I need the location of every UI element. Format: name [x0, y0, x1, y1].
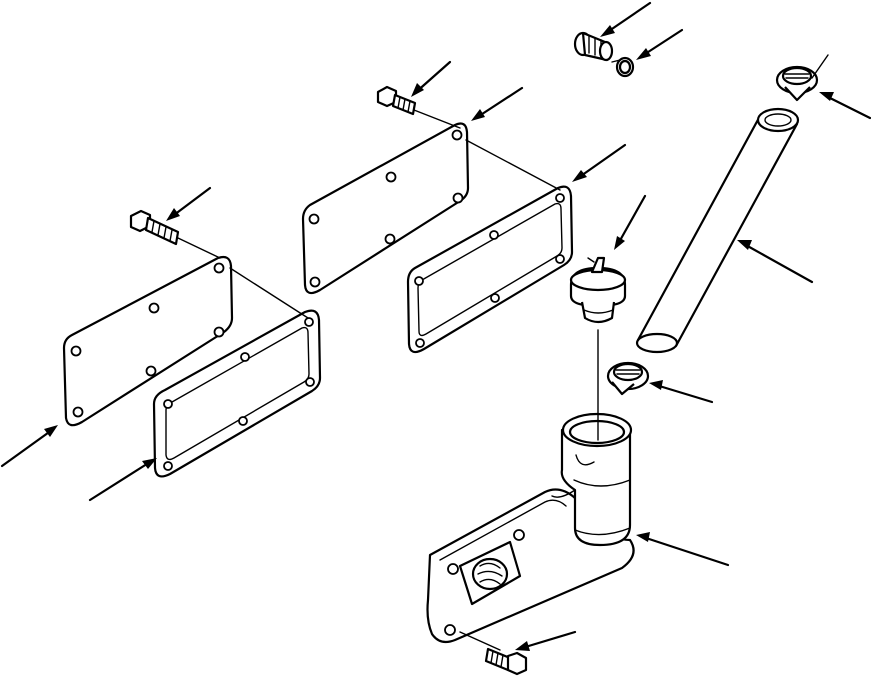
assembly-guide-lines [177, 59, 621, 651]
gasket-left [152, 309, 322, 478]
callout-arrow [737, 240, 814, 284]
plug [573, 31, 614, 62]
bolt-bottom [484, 647, 528, 676]
cover-plate-middle [301, 122, 470, 295]
hose-clamp-lower [606, 361, 650, 396]
callout-arrow [636, 532, 730, 567]
callout-arrow [636, 28, 684, 60]
callout-arrow [515, 630, 577, 651]
callout-arrow [819, 92, 871, 120]
bolt-left [129, 209, 180, 246]
cover-plate-left [62, 255, 234, 427]
hose-clamp-upper [775, 65, 819, 102]
o-ring [615, 56, 635, 78]
callout-arrow [88, 458, 157, 502]
callout-arrow [166, 186, 212, 221]
bolt-middle [376, 85, 417, 116]
callout-arrow [411, 60, 452, 97]
callout-arrow [572, 143, 627, 182]
callout-arrows [0, 1, 871, 651]
callout-arrow [471, 86, 524, 121]
hose [635, 107, 800, 354]
filler-tube-body [426, 412, 635, 644]
callout-arrow [649, 380, 714, 404]
gasket-middle [406, 185, 574, 354]
breather-cap [569, 256, 627, 324]
callout-arrow [0, 425, 58, 468]
callout-arrow [811, 54, 829, 79]
callout-arrow [600, 1, 652, 37]
callout-arrow [614, 194, 647, 250]
